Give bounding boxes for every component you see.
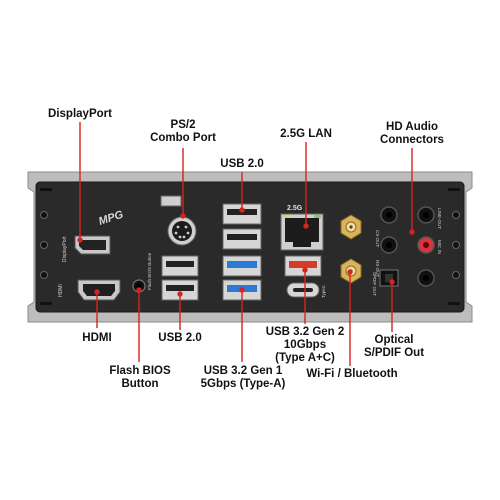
lan-speed-mark: 2.5G [287, 205, 303, 212]
audio-rs-mark: RS-OUT [375, 260, 380, 277]
label-usb32-gen2: USB 3.2 Gen 2 10Gbps (Type A+C) [265, 326, 345, 364]
usb32gen2-typec-port [286, 282, 320, 298]
audio-cs-mark: CS-OUT [375, 230, 380, 247]
audio-spdif-mark: SPDIF OUT [372, 272, 377, 296]
label-usb20-bottom: USB 2.0 [158, 332, 202, 344]
lan-port [280, 213, 324, 251]
label-optical-spdif: Optical S/PDIF Out [363, 334, 425, 359]
usb-c-mark: TypeC [321, 284, 326, 298]
audio-mic-mark: MIC IN [437, 240, 442, 254]
label-usb32-gen1: USB 3.2 Gen 1 5Gbps (Type-A) [200, 365, 286, 390]
displayport-mark: DisplayPort [62, 236, 68, 262]
flash-bios-button [132, 279, 146, 293]
usb20-bottom-ports [161, 255, 199, 301]
displayport-port [74, 235, 111, 255]
label-lan: 2.5G LAN [280, 128, 332, 140]
label-hd-audio: HD Audio Connectors [380, 121, 444, 146]
hd-audio-jacks [380, 206, 435, 287]
optical-spdif-port [379, 269, 399, 287]
label-flash-bios: Flash BIOS Button [109, 365, 171, 390]
usb32gen2-typea-port [284, 255, 322, 277]
hdmi-port [77, 279, 121, 301]
label-hdmi: HDMI [82, 332, 112, 344]
leader-lines [77, 122, 415, 366]
label-usb20-top: USB 2.0 [220, 158, 264, 170]
label-displayport: DisplayPort [48, 108, 112, 120]
ps2-port [160, 195, 197, 246]
label-ps2-combo-port: PS/2 Combo Port [150, 119, 216, 144]
hdmi-mark: HDMI [58, 284, 64, 297]
flash-bios-mark: Flash BIOS Button [147, 252, 152, 290]
audio-line-mark: LINE-OUT [437, 208, 442, 229]
label-wifi-bluetooth: Wi-Fi / Bluetooth [306, 368, 398, 380]
